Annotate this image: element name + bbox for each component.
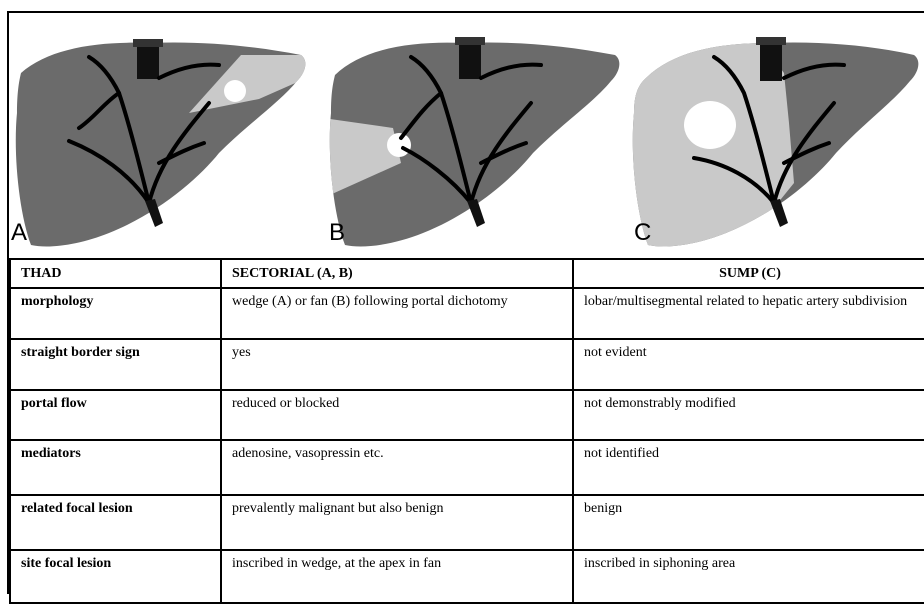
row-label: straight border sign [10,339,221,390]
table-row: mediators adenosine, vasopressin etc. no… [10,440,924,495]
row-label: mediators [10,440,221,495]
cell-sectorial: adenosine, vasopressin etc. [221,440,573,495]
cell-sump: lobar/multisegmental related to hepatic … [573,288,924,339]
cell-sump: not identified [573,440,924,495]
table-row: morphology wedge (A) or fan (B) followin… [10,288,924,339]
panel-a: A [9,13,319,257]
table-row: straight border sign yes not evident [10,339,924,390]
header-sectorial: SECTORIAL (A, B) [221,259,573,288]
row-label: morphology [10,288,221,339]
header-sump: SUMP (C) [573,259,924,288]
table-row: site focal lesion inscribed in wedge, at… [10,550,924,603]
figure: A [7,11,924,594]
panel-label-b: B [329,221,345,245]
comparison-table: THAD SECTORIAL (A, B) SUMP (C) morpholog… [9,258,924,604]
table-header-row: THAD SECTORIAL (A, B) SUMP (C) [10,259,924,288]
cell-sectorial: inscribed in wedge, at the apex in fan [221,550,573,603]
row-label: related focal lesion [10,495,221,550]
panel-b: B [323,13,628,257]
cell-sectorial: prevalently malignant but also benign [221,495,573,550]
liver-c-illustration [624,13,924,257]
row-label: portal flow [10,390,221,440]
panel-label-c: C [634,221,651,245]
cell-sectorial: reduced or blocked [221,390,573,440]
panel-label-a: A [11,221,27,245]
cell-sump: inscribed in siphoning area [573,550,924,603]
cell-sump: not demonstrably modified [573,390,924,440]
cell-sump: not evident [573,339,924,390]
liver-a-illustration [9,13,319,257]
table-row: portal flow reduced or blocked not demon… [10,390,924,440]
table-row: related focal lesion prevalently maligna… [10,495,924,550]
liver-illustrations: A [9,13,924,257]
row-label: site focal lesion [10,550,221,603]
header-thad: THAD [10,259,221,288]
panel-c: C [624,13,924,257]
cell-sump: benign [573,495,924,550]
liver-b-illustration [323,13,628,257]
cell-sectorial: wedge (A) or fan (B) following portal di… [221,288,573,339]
cell-sectorial: yes [221,339,573,390]
